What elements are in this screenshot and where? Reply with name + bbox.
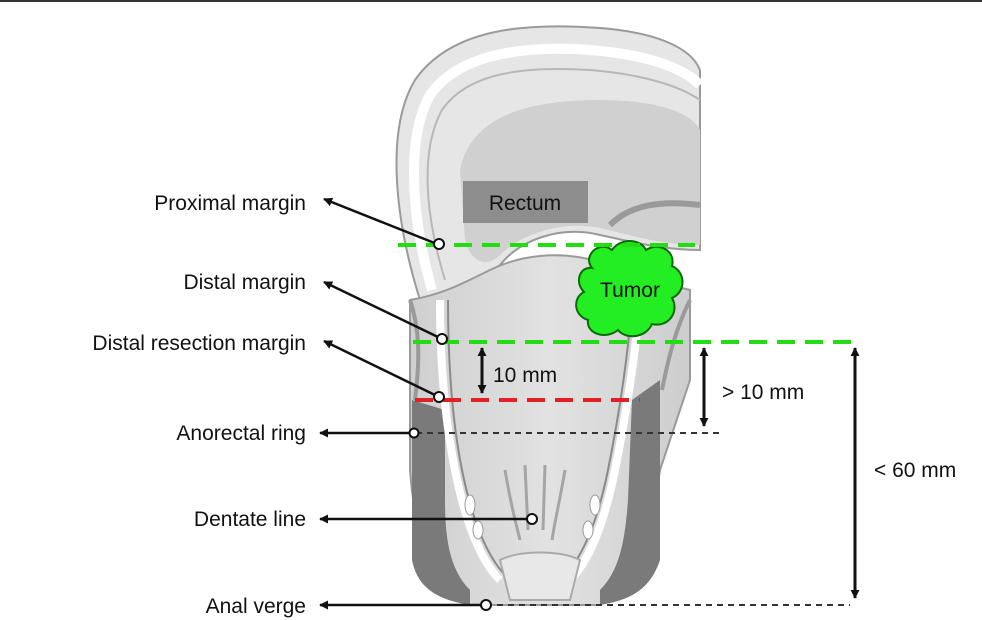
distal-resection-dot xyxy=(433,391,445,403)
pointer-arrows xyxy=(319,197,538,611)
drm-measure-label: 10 mm xyxy=(493,364,557,387)
tumor xyxy=(575,240,684,338)
verge-measure-label: < 60 mm xyxy=(874,459,956,482)
rectum-label: Rectum xyxy=(489,192,561,215)
anal-verge-dot xyxy=(480,599,492,611)
dentate-line-label: Dentate line xyxy=(194,508,306,531)
distal-margin-label: Distal margin xyxy=(183,271,306,294)
anal-verge-label: Anal verge xyxy=(206,595,306,618)
distal-margin-arrow xyxy=(323,280,441,340)
proximal-margin-arrow xyxy=(323,197,438,246)
anorectal-ring-label: Anorectal ring xyxy=(176,422,306,445)
dentate-line-dot xyxy=(526,513,538,525)
proximal-margin-dot xyxy=(433,238,445,250)
proximal-margin-label: Proximal margin xyxy=(154,192,306,215)
distal-resection-margin-label: Distal resection margin xyxy=(92,332,306,355)
anorectal-ring-dot xyxy=(408,427,420,439)
distal-margin-dot xyxy=(436,333,448,345)
tumor-label: Tumor xyxy=(600,279,660,302)
above-ring-measure-label: > 10 mm xyxy=(722,381,804,404)
rectum-label-box xyxy=(463,181,588,223)
distal-resection-arrow xyxy=(323,339,438,398)
